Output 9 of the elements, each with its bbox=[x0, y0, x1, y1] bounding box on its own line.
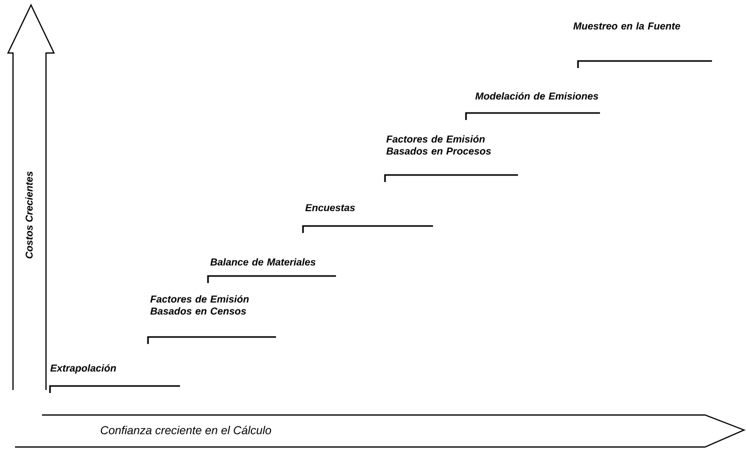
step-label: Factores de Emisión Basados en Procesos bbox=[386, 135, 491, 155]
step-label: Muestreo en la Fuente bbox=[573, 22, 680, 30]
step-label: Encuestas bbox=[305, 204, 355, 212]
axis-label: Confianza creciente en el Cálculo bbox=[100, 426, 272, 434]
step-label: Balance de Materiales bbox=[210, 258, 316, 266]
axis-label: Costos Crecientes bbox=[25, 171, 33, 258]
step-label: Extrapolación bbox=[50, 364, 116, 374]
step-label: Factores de Emisión Basados en Censos bbox=[150, 295, 249, 315]
step-label: Modelación de Emisiones bbox=[475, 92, 598, 100]
